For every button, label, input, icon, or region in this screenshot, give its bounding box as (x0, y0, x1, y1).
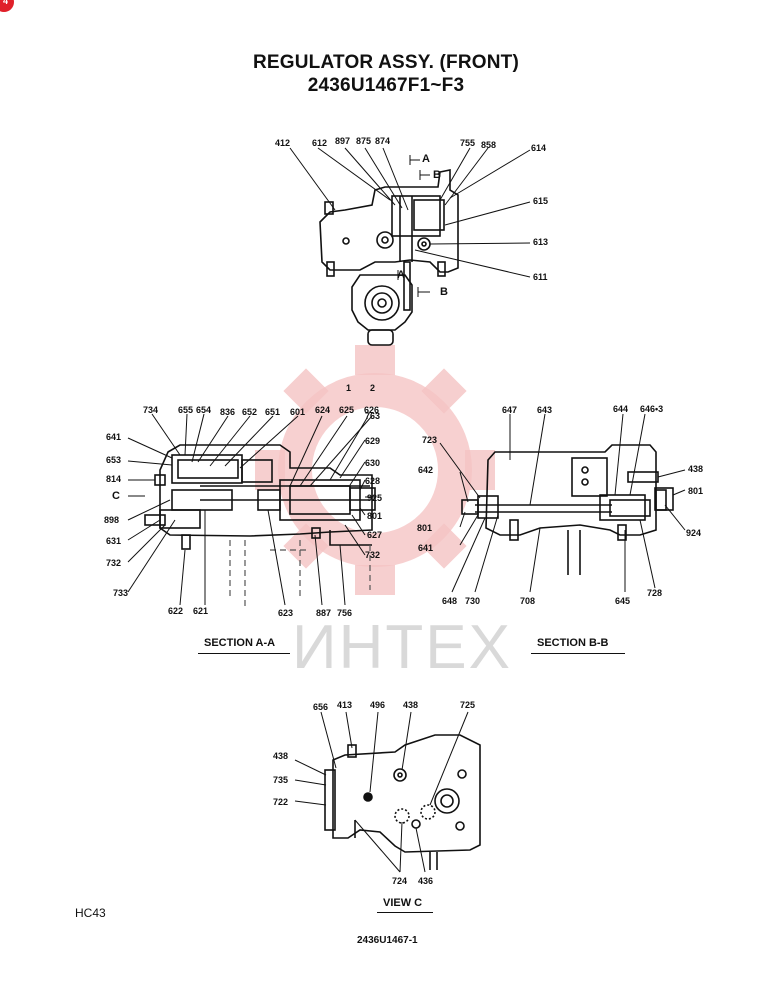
section-aa-underline (198, 653, 290, 654)
part-label: 438 (688, 464, 704, 474)
part-label: 756 (337, 608, 353, 618)
part-label: 615 (533, 196, 549, 206)
view-c-drawing (324, 734, 481, 870)
part-label: 925 (367, 493, 383, 503)
part-label: 612 (312, 138, 328, 148)
part-label: 625 (339, 405, 355, 415)
part-label: 438 (403, 700, 419, 710)
part-label: 613 (533, 237, 549, 247)
part-label: 801 (367, 511, 383, 521)
part-label: 656 (313, 702, 329, 712)
part-label: 887 (316, 608, 332, 618)
part-label: 814 (106, 474, 122, 484)
section-aa-title: SECTION A-A (204, 637, 276, 649)
part-label: 653 (106, 455, 122, 465)
part-label: 627 (367, 530, 383, 540)
part-label: 438 (273, 751, 289, 761)
leader-lines (127, 147, 686, 873)
footer-code: HC43 (75, 906, 106, 920)
part-label: 626 (364, 405, 380, 415)
part-label: 801 (688, 486, 704, 496)
part-label: 622 (168, 606, 184, 616)
part-label: 735 (273, 775, 289, 785)
part-label: 628 (365, 476, 381, 486)
part-label: 801 (417, 523, 433, 533)
part-label: 601 (290, 407, 306, 417)
marker-a-top: A (422, 153, 430, 165)
part-label: 412 (275, 138, 291, 148)
view-c-underline (377, 912, 433, 913)
watermark-gear-icon (278, 373, 472, 567)
section-bb-title: SECTION B-B (537, 637, 609, 649)
drawing-number: 2436U1467-1 (357, 935, 418, 946)
part-label: 651 (265, 407, 281, 417)
part-label: 648 (442, 596, 458, 606)
part-label: 655 (178, 405, 194, 415)
part-label: 644 (613, 404, 629, 414)
part-label: 730 (465, 596, 481, 606)
part-label: 614 (531, 143, 547, 153)
part-label: 734 (143, 405, 159, 415)
part-label: 645 (615, 596, 631, 606)
marker-b-bottom: B (440, 286, 448, 298)
part-label: 836 (220, 407, 236, 417)
part-label: 654 (196, 405, 212, 415)
part-label: 646•3 (640, 404, 664, 414)
section-bb-drawing (461, 444, 674, 575)
part-label: 496 (370, 700, 386, 710)
part-label: 611 (533, 272, 548, 282)
part-label: 643 (537, 405, 553, 415)
section-bb-underline (531, 653, 625, 654)
part-label: 875 (356, 136, 372, 146)
view-c-title: VIEW C (383, 897, 423, 909)
part-label: 642 (418, 465, 434, 475)
part-label: 733 (113, 588, 129, 598)
marker-1: 1 (346, 383, 352, 393)
part-label: 874 (375, 136, 391, 146)
part-label: 641 (106, 432, 122, 442)
part-label: 722 (273, 797, 289, 807)
part-label: 641 (418, 543, 434, 553)
part-label: 723 (422, 435, 438, 445)
part-label: 924 (686, 528, 702, 538)
part-label: 725 (460, 700, 476, 710)
part-label: 631 (106, 536, 122, 546)
part-label: 624 (315, 405, 331, 415)
part-label: 755 (460, 138, 476, 148)
part-label: 897 (335, 136, 351, 146)
part-label: 623 (278, 608, 294, 618)
marker-2: 2 (370, 383, 376, 393)
marker-b-top: B (433, 169, 441, 181)
watermark-text: ИНТЕХ (292, 613, 512, 682)
part-label: 724 (392, 876, 408, 886)
part-label: 708 (520, 596, 536, 606)
marker-a-bottom: A (397, 269, 405, 281)
part-label: 898 (104, 515, 120, 525)
part-label: 652 (242, 407, 258, 417)
part-label: 629 (365, 436, 381, 446)
part-label: 763 (365, 411, 381, 421)
part-label: 728 (647, 588, 663, 598)
part-label: 732 (365, 550, 381, 560)
marker-c: C (112, 490, 120, 502)
corner-badge: 4 (0, 0, 14, 12)
page-title: REGULATOR ASSY. (FRONT) (252, 52, 520, 73)
top-view-drawing (319, 169, 459, 346)
part-label: 732 (106, 558, 122, 568)
part-label: 621 (193, 606, 209, 616)
part-label: 858 (481, 140, 497, 150)
part-label: 436 (418, 876, 434, 886)
part-label: 647 (502, 405, 518, 415)
part-label: 413 (337, 700, 353, 710)
part-range: 2436U1467F1~F3 (307, 75, 465, 96)
part-label: 630 (365, 458, 381, 468)
